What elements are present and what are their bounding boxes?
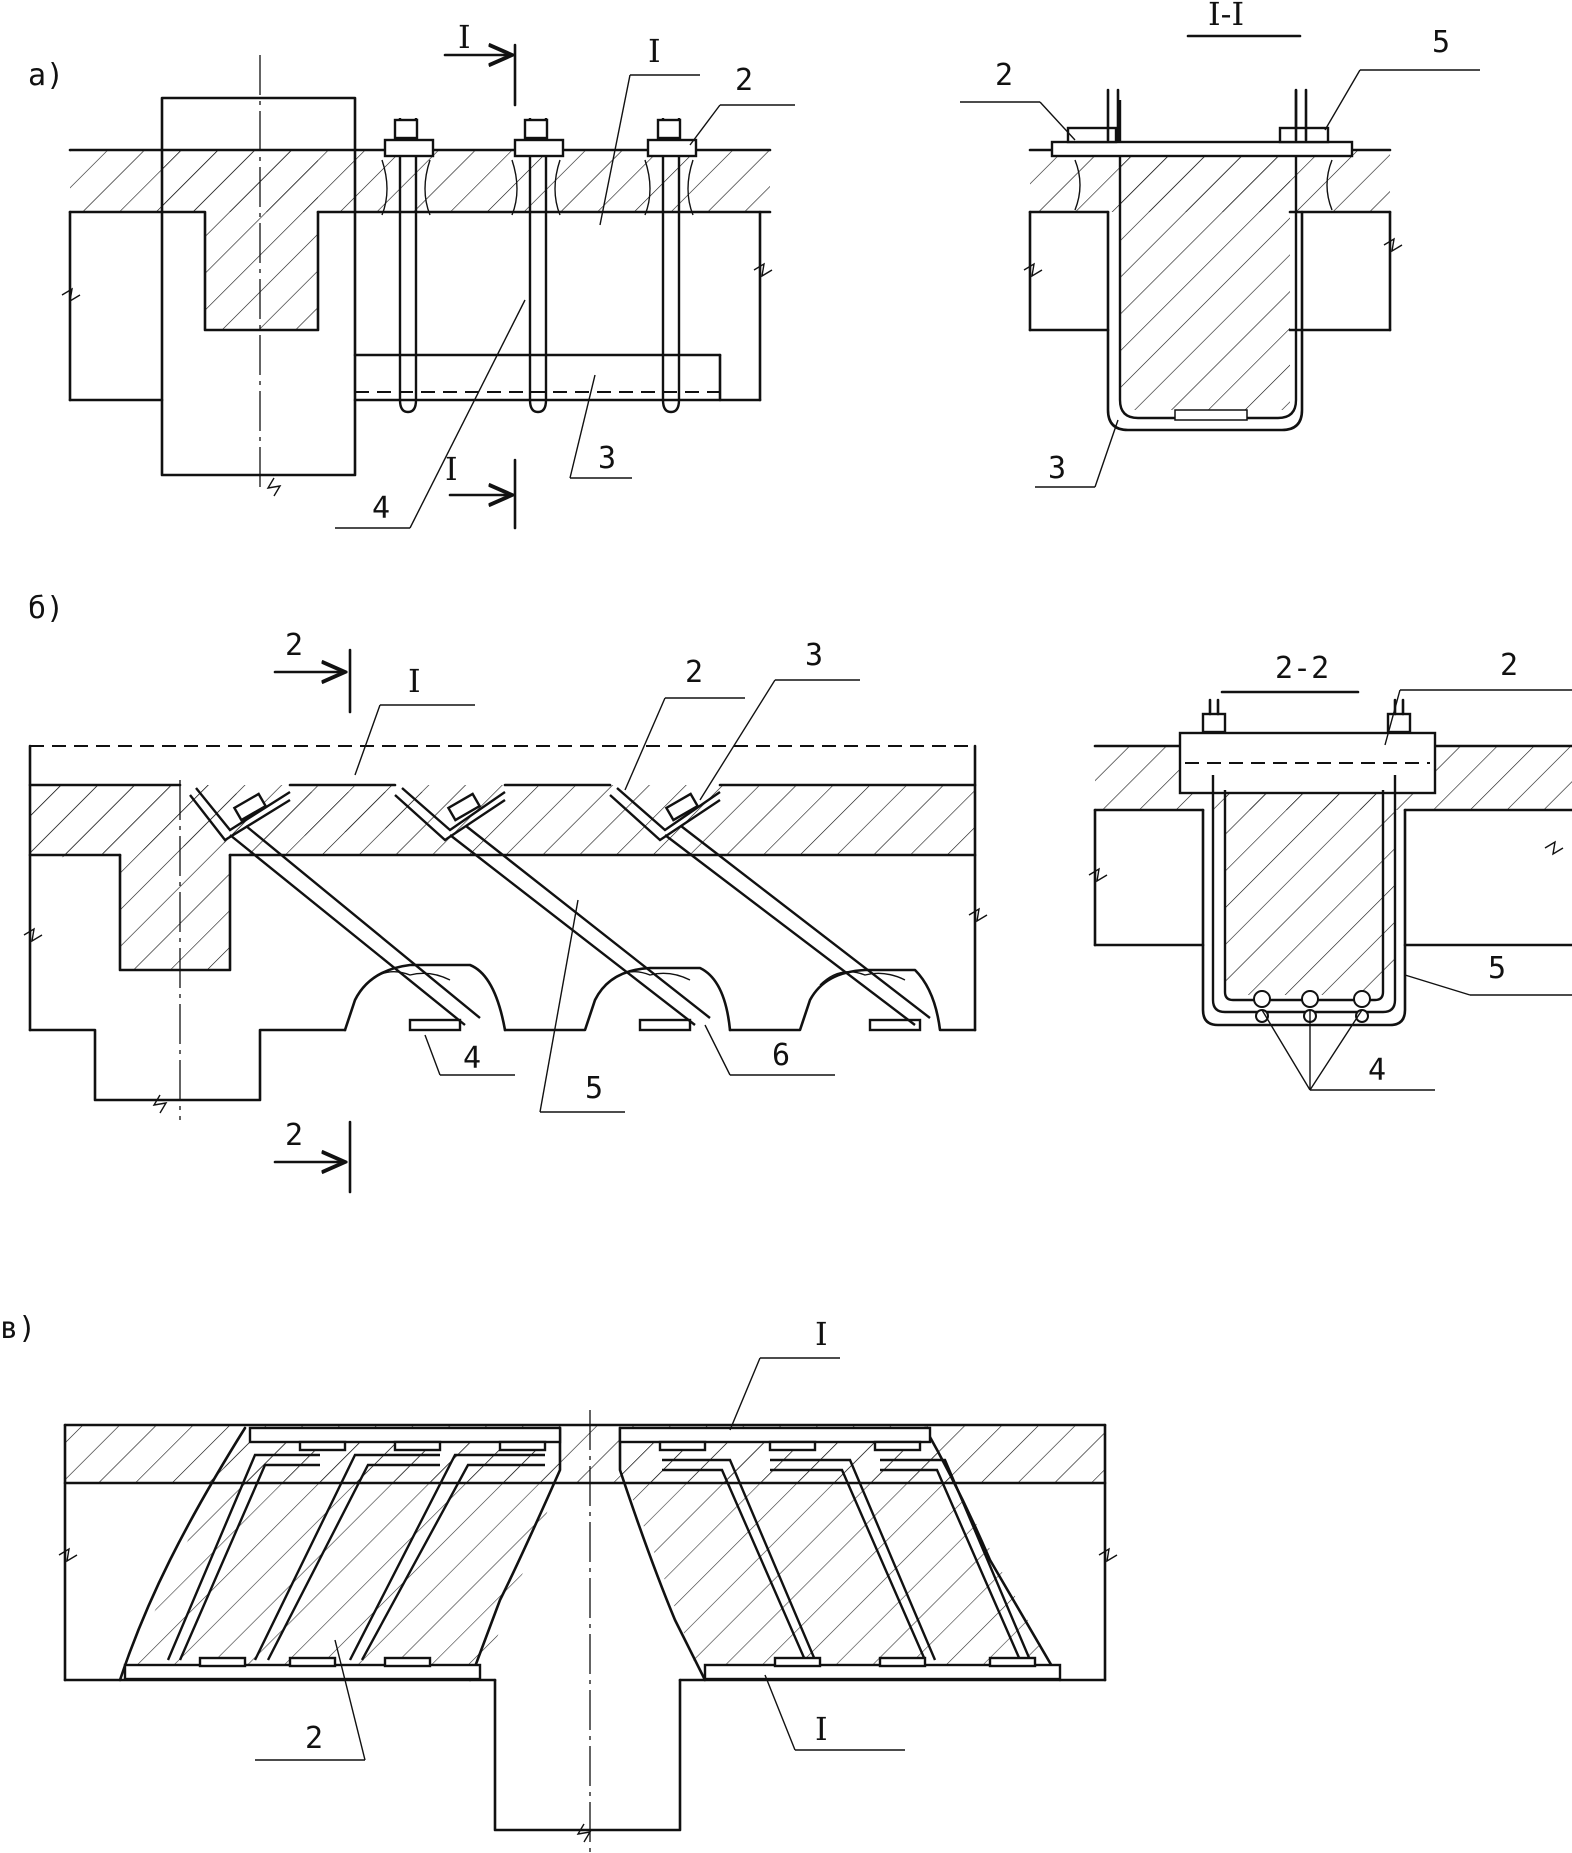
section-mark-a-bottom: I — [445, 450, 517, 530]
leader-c-2: 2 — [255, 1639, 366, 1761]
jacket-left — [118, 1426, 562, 1682]
leader-c-2-label: 2 — [305, 1721, 323, 1756]
section-2-2-leader-2: 2 — [1500, 648, 1518, 683]
panel-b-label: б) — [28, 591, 64, 626]
leader-a-2: 2 — [689, 63, 795, 146]
section-I-I: I-I — [960, 0, 1480, 488]
leader-b-6-label: 6 — [772, 1038, 790, 1073]
leader-b-6: 6 — [704, 1024, 835, 1076]
panel-b: б) — [23, 591, 1572, 1194]
leader-b-5: 5 — [539, 899, 625, 1113]
section-I-I-leader-2: 2 — [995, 58, 1013, 93]
column-c — [493, 1410, 682, 1853]
jacket-right — [618, 1426, 1062, 1682]
leader-c-bottom-label: I — [815, 1710, 828, 1748]
u-bolt-1 — [381, 118, 435, 414]
panel-a: а) — [28, 0, 1480, 530]
section-2-2-leader-4: 4 — [1368, 1053, 1386, 1088]
u-bolt-2 — [511, 118, 565, 414]
u-bolts-a — [381, 118, 698, 414]
leader-b-I: I — [354, 662, 475, 776]
section-mark-b-top: 2 — [273, 628, 352, 714]
section-I-I-title: I-I — [1208, 0, 1244, 33]
section-I-I-leader-3: 3 — [1048, 451, 1066, 486]
leader-b-4-label: 4 — [463, 1041, 481, 1076]
u-bolt-3 — [644, 118, 698, 414]
inclined-bar-3 — [609, 787, 931, 1026]
beam-a — [353, 210, 773, 402]
leader-a-3: 3 — [569, 374, 632, 479]
panel-a-label: а) — [28, 58, 64, 93]
panel-c-label: в) — [0, 1311, 36, 1346]
section-mark-b-top-label: 2 — [285, 628, 303, 663]
panel-c: в) — [0, 1311, 1118, 1853]
leader-b-5-label: 5 — [585, 1071, 603, 1106]
leader-b-3-label: 3 — [805, 638, 823, 673]
leader-c-bottom: I — [764, 1674, 905, 1751]
leader-b-2: 2 — [624, 655, 745, 791]
leader-b-2-label: 2 — [685, 655, 703, 690]
column-b — [28, 780, 347, 1120]
section-mark-b-bottom: 2 — [273, 1118, 352, 1194]
leader-a-3-label: 3 — [598, 441, 616, 476]
leader-c-top-label: I — [815, 1315, 828, 1353]
section-mark-a-top-label: I — [458, 18, 471, 56]
section-mark-a-top: I — [443, 18, 517, 107]
section-mark-a-bottom-label: I — [445, 450, 458, 488]
inclined-bar-1 — [189, 787, 481, 1026]
section-2-2-title: 2-2 — [1275, 651, 1329, 686]
leader-b-I-label: I — [408, 662, 421, 700]
leader-a-2-label: 2 — [735, 63, 753, 98]
leader-b-3: 3 — [699, 638, 860, 801]
section-2-2-leader-5: 5 — [1488, 951, 1506, 986]
slab-b — [23, 744, 988, 1032]
section-I-I-leader-5: 5 — [1432, 25, 1450, 60]
leader-c-top: I — [729, 1315, 840, 1431]
leader-a-I-label: I — [648, 32, 661, 70]
leader-b-4: 4 — [424, 1034, 515, 1076]
section-2-2: 2-2 — [1088, 648, 1572, 1091]
beam-b — [343, 963, 977, 1032]
leader-a-4-label: 4 — [372, 491, 390, 526]
column-a — [160, 55, 357, 497]
leader-a-I: I — [599, 32, 700, 226]
leader-a-4: 4 — [335, 299, 526, 529]
section-mark-b-bottom-label: 2 — [285, 1118, 303, 1153]
